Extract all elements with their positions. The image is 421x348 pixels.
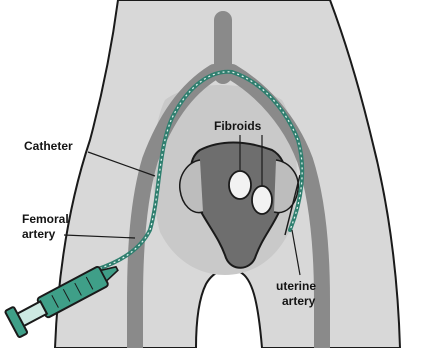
fibroids-label: Fibroids [214, 120, 261, 133]
femoral-artery-label-line2: artery [22, 228, 55, 241]
catheter-label: Catheter [24, 140, 73, 153]
uterine-artery-label-line1: uterine [276, 280, 316, 293]
fibroid-left [229, 171, 251, 199]
femoral-artery-label-line1: Femoral [22, 213, 69, 226]
fibroid-right [252, 186, 272, 214]
uterine-artery-label-line2: artery [282, 295, 315, 308]
